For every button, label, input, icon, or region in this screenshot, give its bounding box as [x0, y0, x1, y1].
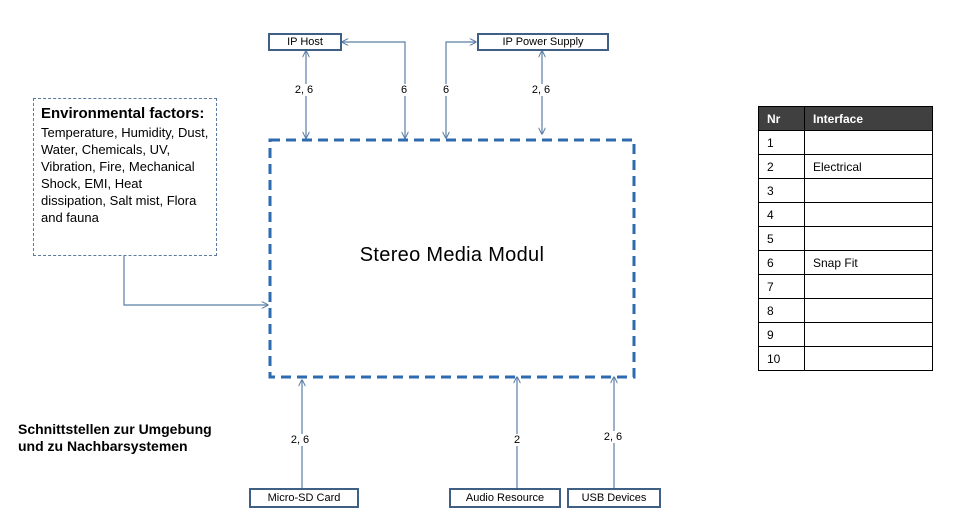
interface-cell: Electrical — [804, 154, 933, 179]
nr-cell: 10 — [758, 346, 805, 371]
edge-label-micro-sd: 2, 6 — [289, 434, 311, 446]
environmental-factors-title: Environmental factors: — [41, 105, 205, 122]
interface-cell — [804, 178, 933, 203]
header-nr: Nr — [758, 106, 805, 131]
interface-cell — [804, 298, 933, 323]
table-row: 9 — [758, 322, 933, 347]
edge-label-ip-host-to-module: 2, 6 — [293, 84, 315, 96]
interface-cell — [804, 130, 933, 155]
micro-sd-card-label: Micro-SD Card — [267, 492, 341, 504]
usb-devices-label: USB Devices — [581, 492, 647, 504]
nr-cell: 3 — [758, 178, 805, 203]
nr-cell: 4 — [758, 202, 805, 227]
interface-cell — [804, 346, 933, 371]
diagram-caption: Schnittstellen zur Umgebung und zu Nachb… — [18, 421, 212, 455]
header-interface: Interface — [804, 106, 933, 131]
table-row: 10 — [758, 346, 933, 371]
interface-cell — [804, 274, 933, 299]
ip-host-box: IP Host — [268, 33, 342, 51]
environmental-factors-box: Environmental factors: Temperature, Humi… — [33, 98, 217, 256]
edge-label-ip-power-supply: 2, 6 — [530, 84, 552, 96]
environmental-factors-list: Temperature, Humidity, Dust, Water, Chem… — [41, 125, 209, 225]
micro-sd-card-box: Micro-SD Card — [249, 488, 359, 508]
module-to-ip-host-arrow — [342, 42, 405, 138]
caption-line-2: und zu Nachbarsystemen — [18, 438, 188, 454]
ip-power-supply-label: IP Power Supply — [502, 36, 584, 48]
edge-label-usb: 2, 6 — [602, 431, 624, 443]
ip-host-label: IP Host — [287, 36, 323, 48]
table-row: 3 — [758, 178, 933, 203]
interface-cell — [804, 202, 933, 227]
nr-cell: 8 — [758, 298, 805, 323]
edge-label-module-to-ip-host: 6 — [400, 84, 408, 96]
module-title: Stereo Media Modul — [359, 244, 545, 266]
interface-cell: Snap Fit — [804, 250, 933, 275]
edge-label-ip-power-to-module: 6 — [442, 84, 450, 96]
interface-table-header-row: Nr Interface — [758, 106, 933, 131]
caption-line-1: Schnittstellen zur Umgebung — [18, 421, 212, 437]
table-row: 4 — [758, 202, 933, 227]
table-row: 8 — [758, 298, 933, 323]
ip-power-to-module-arrow — [446, 42, 476, 138]
environment-to-module-arrow — [123, 256, 268, 305]
audio-resource-label: Audio Resource — [465, 492, 545, 504]
audio-resource-box: Audio Resource — [449, 488, 561, 508]
nr-cell: 9 — [758, 322, 805, 347]
nr-cell: 5 — [758, 226, 805, 251]
usb-devices-box: USB Devices — [567, 488, 661, 508]
nr-cell: 1 — [758, 130, 805, 155]
table-row: 5 — [758, 226, 933, 251]
module-frame — [268, 138, 636, 379]
table-row: 1 — [758, 130, 933, 155]
nr-cell: 7 — [758, 274, 805, 299]
table-row: 7 — [758, 274, 933, 299]
ip-power-supply-box: IP Power Supply — [477, 33, 609, 51]
edge-label-audio: 2 — [513, 434, 521, 446]
nr-cell: 6 — [758, 250, 805, 275]
nr-cell: 2 — [758, 154, 805, 179]
interface-cell — [804, 226, 933, 251]
interface-cell — [804, 322, 933, 347]
